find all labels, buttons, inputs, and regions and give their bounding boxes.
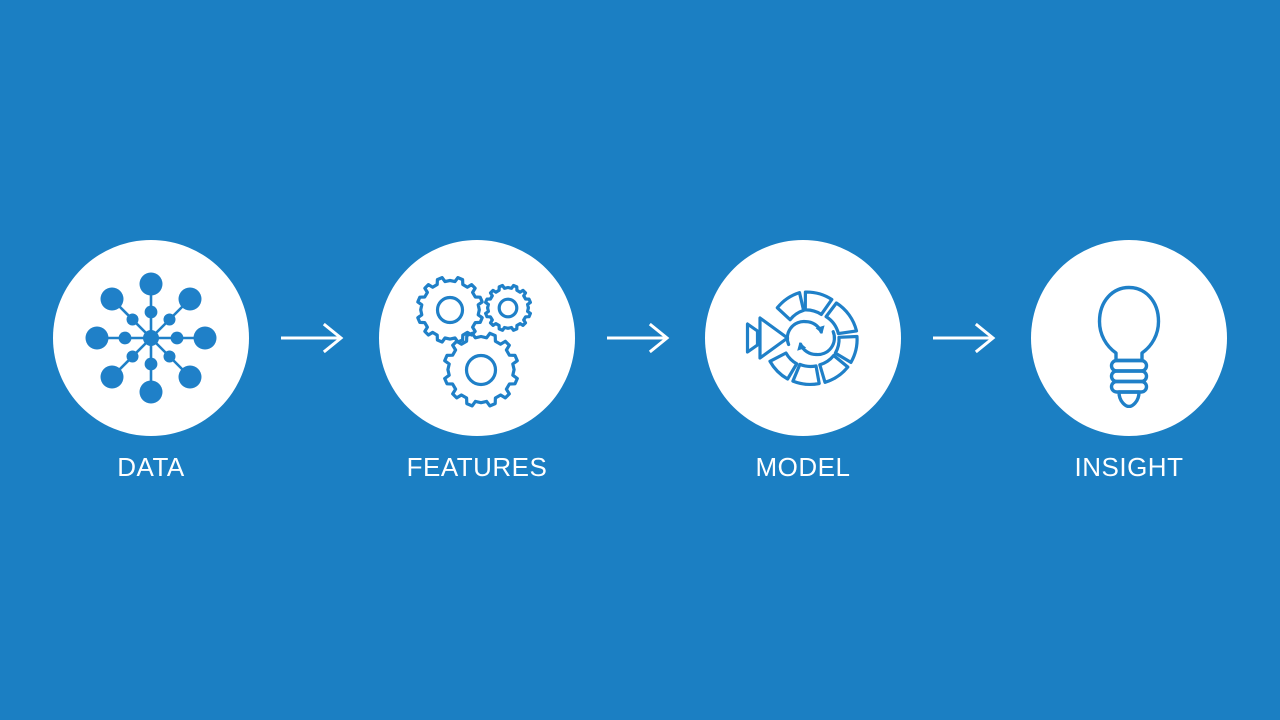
arrow-right-icon: [933, 323, 999, 353]
step-features-label: FEATURES: [406, 452, 548, 482]
segmented-wheel-refresh-icon: [731, 266, 875, 410]
lightbulb-icon: [1059, 268, 1199, 408]
step-data-disc: [53, 240, 249, 436]
gears-icon: [407, 268, 547, 408]
step-model-label: MODEL: [755, 452, 851, 482]
step-data[interactable]: DATA: [53, 240, 249, 480]
step-features-disc: [379, 240, 575, 436]
step-features[interactable]: FEATURES: [379, 240, 575, 480]
network-nodes-icon: [81, 268, 221, 408]
step-insight-label: INSIGHT: [1074, 452, 1184, 482]
step-data-label: DATA: [117, 452, 185, 482]
step-insight-disc: [1031, 240, 1227, 436]
step-model[interactable]: MODEL: [705, 240, 901, 480]
step-model-disc: [705, 240, 901, 436]
connector-model-to-insight: [901, 240, 1031, 436]
connector-data-to-features: [249, 240, 379, 436]
step-insight[interactable]: INSIGHT: [1031, 240, 1227, 480]
arrow-right-icon: [281, 323, 347, 353]
connector-features-to-model: [575, 240, 705, 436]
arrow-right-icon: [607, 323, 673, 353]
